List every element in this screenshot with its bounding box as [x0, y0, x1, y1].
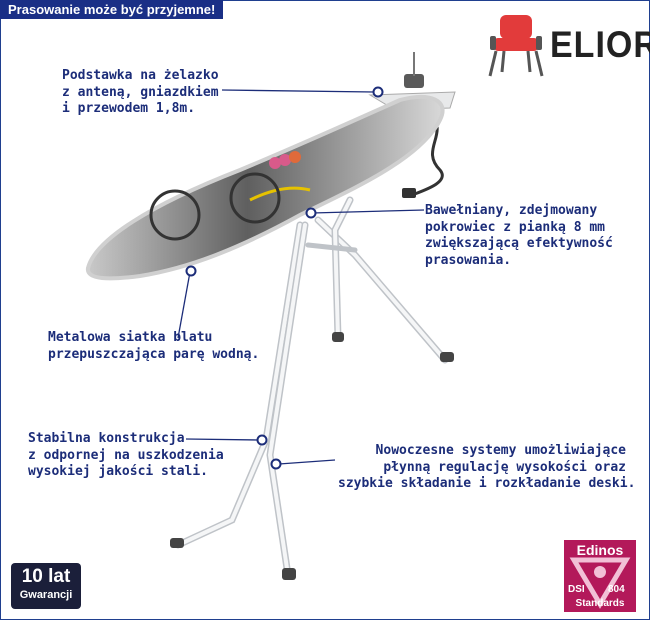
certificate-code-right: 804	[608, 584, 625, 595]
callout-line: przepuszczająca parę wodną.	[48, 346, 260, 362]
callout-frame: Stabilna konstrukcja z odpornej na uszko…	[28, 431, 224, 481]
certificate-code-left: DSI	[568, 584, 585, 595]
callout-line: pokrowiec z pianką 8 mm	[425, 219, 606, 235]
callout-lines	[177, 89, 425, 465]
warranty-label: Gwarancji	[19, 589, 73, 601]
foot-cap	[332, 332, 344, 342]
chair-icon	[488, 15, 544, 77]
foot-cap	[170, 538, 184, 548]
foot-cap	[282, 568, 296, 580]
brand-name: ELIOR	[550, 24, 650, 66]
callout-line: z anteną, gniazdkiem	[62, 84, 219, 100]
callout-line: i przewodem 1,8m.	[62, 101, 196, 116]
callout-iron-rest: Podstawka na żelazko z anteną, gniazdkie…	[62, 68, 219, 118]
callout-line: wysokiej jakości stali.	[28, 464, 209, 479]
callout-cover: Bawełniany, zdejmowany pokrowiec z piank…	[425, 203, 613, 269]
callout-line: szybkie składanie i rozkładanie deski.	[338, 476, 636, 491]
callout-line: prasowania.	[425, 252, 512, 268]
callout-mesh: Metalowa siatka blatu przepuszczająca pa…	[48, 330, 259, 363]
callout-line: płynną regulację wysokości oraz	[383, 459, 626, 475]
callout-height: Nowoczesne systemy umożliwiające płynną …	[338, 443, 636, 493]
board-frame-legs	[174, 196, 449, 579]
callout-line: zwiększającą efektywność	[425, 236, 613, 251]
ironing-board-top	[86, 94, 445, 281]
callout-line: Stabilna konstrukcja	[28, 431, 185, 446]
certificate-label: Standards	[575, 598, 625, 609]
callout-line: Bawełniany, zdejmowany	[425, 203, 598, 218]
foot-cap	[440, 352, 454, 362]
certificate-badge: Edinos DSI 804 Standards	[564, 540, 636, 612]
certificate-badge-bg	[564, 540, 636, 612]
warranty-years: 10 lat	[21, 566, 71, 587]
callout-dots	[185, 86, 384, 470]
warranty-badge: 10 lat Gwarancji	[11, 563, 81, 609]
callout-line: z odpornej na uszkodzenia	[28, 447, 224, 463]
callout-line: Nowoczesne systemy umożliwiające	[375, 443, 626, 458]
callout-line: Metalowa siatka blatu	[48, 330, 213, 345]
tagline-banner: Prasowanie może być przyjemne!	[0, 0, 224, 19]
callout-line: Podstawka na żelazko	[62, 68, 219, 83]
certificate-name: Edinos	[576, 542, 624, 558]
